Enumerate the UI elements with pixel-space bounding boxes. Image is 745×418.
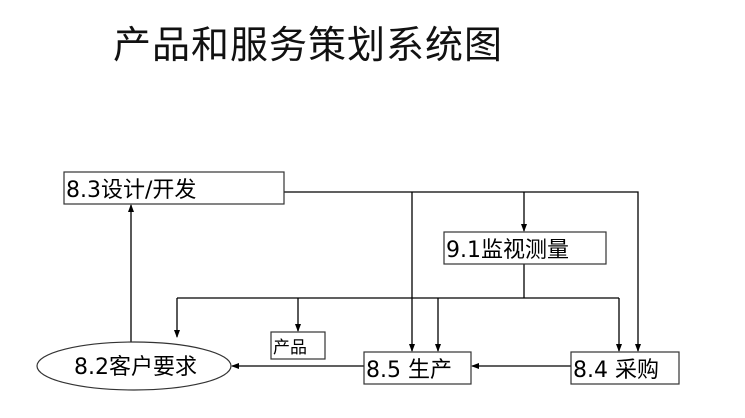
- production-label: 8.5 生产: [366, 358, 452, 383]
- purchase-label: 8.4 采购: [573, 358, 659, 383]
- monitor-label: 9.1监视测量: [446, 238, 569, 263]
- product-label: 产品: [273, 338, 307, 358]
- design-box: [63, 171, 285, 205]
- purchase-box: [570, 351, 680, 385]
- customer-ellipse: [36, 341, 232, 391]
- design-label: 8.3设计/开发: [66, 178, 196, 203]
- product-box: [270, 331, 326, 360]
- monitor-box: [443, 231, 607, 265]
- design-to-purchase-line: [284, 191, 641, 352]
- production-box: [363, 351, 472, 385]
- customer-label: 8.2客户要求: [74, 355, 197, 380]
- diagram-title: 产品和服务策划系统图: [113, 23, 504, 67]
